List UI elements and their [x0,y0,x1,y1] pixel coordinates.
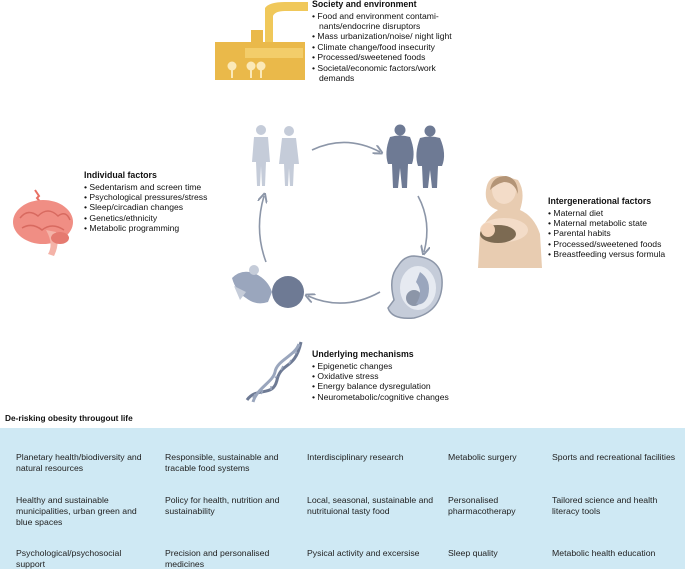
derisk-item: Sleep quality [448,548,498,558]
individual-item: Metabolic programming [84,223,254,233]
individual-item: Sleep/circadian changes [84,202,254,212]
society-item: Climate change/food insecurity [312,42,462,52]
intergenerational-factors-block: Intergenerational factors Maternal diet … [548,196,685,260]
individual-item: Sedentarism and screen time [84,182,254,192]
underlying-mechanisms-block: Underlying mechanisms Epigenetic changes… [312,349,452,402]
individual-factors-block: Individual factors Sedentarism and scree… [84,170,254,234]
intergenerational-item: Breastfeeding versus formula [548,249,685,259]
intergenerational-item: Processed/sweetened foods [548,239,685,249]
derisk-item: Pysical activity and excersise [307,548,420,558]
derisk-item: Planetary health/biodiversity and natura… [16,452,142,473]
individual-title: Individual factors [84,170,157,180]
derisk-item: Metabolic surgery [448,452,517,462]
brain-icon [13,189,73,256]
society-item: Societal/economic factors/work demands [312,63,462,84]
mechanisms-item: Oxidative stress [312,371,452,381]
derisk-item: Metabolic health education [552,548,656,558]
fetus-in-womb-icon [387,255,443,320]
derisk-item: Psychological/psychosocial support [16,548,122,569]
derisk-title: De-risking obesity througout life [5,413,133,423]
factory-icon [215,2,308,80]
society-item: Mass urbanization/noise/ night light [312,31,462,41]
baby-icon [232,265,304,308]
derisk-item: Interdisciplinary research [307,452,404,462]
dna-icon [245,341,303,403]
mechanisms-item: Epigenetic changes [312,361,452,371]
society-title: Society and environment [312,0,417,9]
derisk-item: Personalised pharmacotherapy [448,495,516,516]
individual-item: Psychological pressures/stress [84,192,254,202]
mechanisms-item: Neurometabolic/cognitive changes [312,392,452,402]
derisk-item: Policy for health, nutrition and sustain… [165,495,280,516]
society-environment-block: Society and environment Food and environ… [312,0,462,83]
intergenerational-title: Intergenerational factors [548,196,652,206]
derisk-item: Healthy and sustainable municipalities, … [16,495,137,527]
derisk-panel: Planetary health/biodiversity and natura… [0,428,685,569]
obese-people-icon [386,124,445,188]
derisk-item: Responsible, sustainable and tracable fo… [165,452,279,473]
intergenerational-item: Maternal metabolic state [548,218,685,228]
derisk-item: Local, seasonal, sustainable and nutritu… [307,495,434,516]
intergenerational-item: Maternal diet [548,208,685,218]
mechanisms-title: Underlying mechanisms [312,349,414,359]
individual-item: Genetics/ethnicity [84,213,254,223]
derisk-item: Sports and recreational facilities [552,452,676,462]
lean-people-icon [252,125,299,186]
cycle-arrows [240,141,460,304]
mechanisms-item: Energy balance dysregulation [312,381,452,391]
derisk-item: Precision and personalised medicines [165,548,270,569]
society-item: Food and environment contami-nants/endoc… [312,11,462,32]
breastfeeding-mother-icon [478,175,542,268]
society-item: Processed/sweetened foods [312,52,462,62]
derisk-item: Tailored science and health literacy too… [552,495,658,516]
intergenerational-item: Parental habits [548,228,685,238]
